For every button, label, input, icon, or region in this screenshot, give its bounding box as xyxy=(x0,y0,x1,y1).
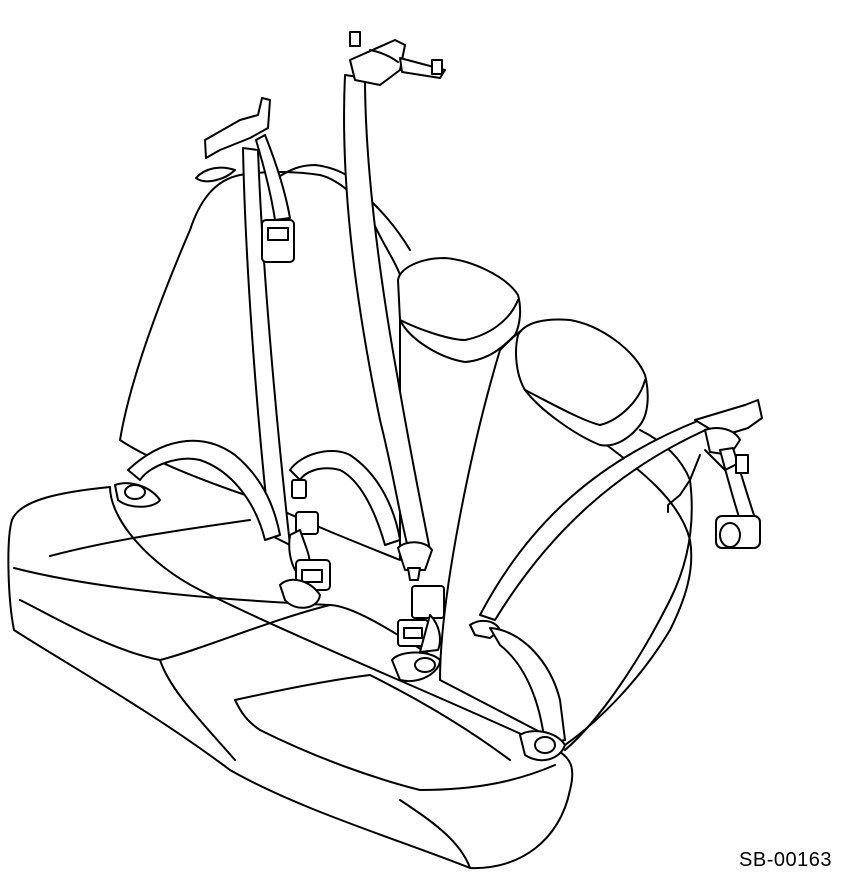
seat-cushion xyxy=(7,486,574,870)
right-seat-belt xyxy=(469,399,763,762)
center-buckle xyxy=(391,585,445,683)
left-buckle xyxy=(279,450,401,609)
seat-back-right-profile xyxy=(564,429,693,751)
center-seat-belt xyxy=(343,31,446,581)
figure-code-label: SB-00163 xyxy=(739,849,832,871)
headrest-right xyxy=(515,318,649,447)
headrest-center xyxy=(397,257,522,363)
